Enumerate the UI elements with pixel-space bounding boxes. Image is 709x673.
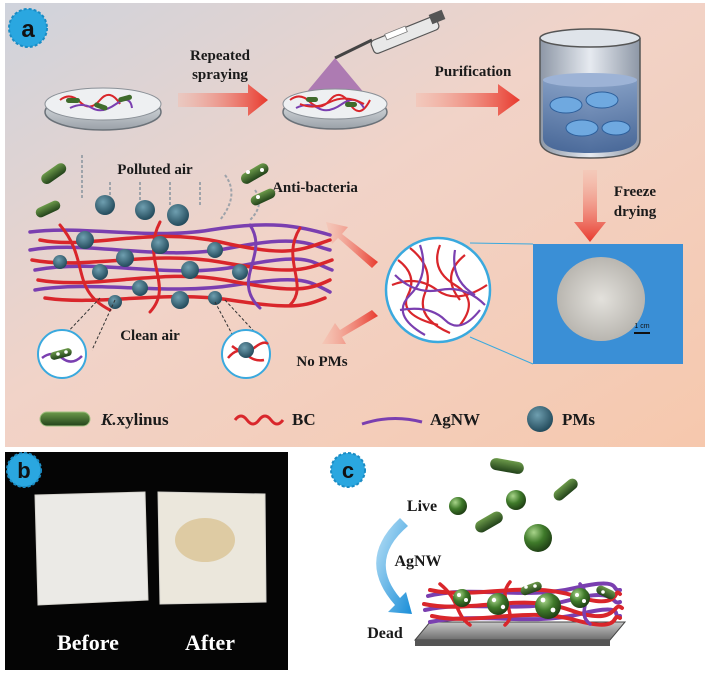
legend-item-pms: PMs (527, 406, 595, 432)
label-repeated: Repeated (190, 48, 251, 64)
trapped-pms (53, 231, 248, 309)
label-agnw-c: AgNW (394, 553, 441, 570)
aerogel-photo: 1 cm (533, 244, 683, 364)
arrow-purification (416, 84, 520, 116)
label-dead: Dead (367, 625, 403, 642)
panel-b-badge-text: b (17, 458, 30, 483)
legend-item-agnw: AgNW (361, 410, 480, 429)
zoom-line-bottom (469, 336, 534, 365)
label-purification: Purification (435, 64, 512, 80)
zoom-line-top (469, 242, 534, 245)
label-before: Before (57, 630, 119, 655)
label-freeze: Freeze (614, 184, 657, 200)
legend-k-italic: K. (100, 410, 117, 429)
fiber-mat (422, 580, 624, 627)
live-bacteria (449, 458, 578, 552)
label-live: Live (407, 498, 437, 515)
zoom-line-right-a (214, 301, 233, 335)
floating-bacteria (35, 163, 276, 218)
petri-dish-bacteria (44, 87, 162, 131)
pipette-icon (334, 9, 446, 60)
label-clean-air: Clean air (120, 328, 180, 344)
legend-item-k-xylinus: K.xylinus (39, 410, 169, 429)
label-after: After (185, 630, 235, 655)
zoom-circle-bacteria (37, 329, 87, 379)
legend-label-k-xylinus: K.xylinus (100, 410, 169, 429)
panel-c-badge: c (330, 452, 366, 488)
substrate-plate-edge (415, 640, 610, 646)
legend: K.xylinus BC AgNW PMs (39, 406, 595, 432)
panel-b-badge: b (6, 452, 42, 488)
fiber-membrane (28, 220, 334, 314)
panel-c-badge-text: c (342, 458, 354, 483)
dead-bacteria (453, 581, 616, 619)
legend-label-pms: PMs (562, 410, 595, 429)
label-spraying: spraying (192, 67, 248, 83)
panel-a-badge-text: a (21, 16, 35, 43)
arrow-freeze-drying (574, 170, 606, 242)
membrane-before (34, 491, 149, 606)
air-flow-arrows (81, 155, 260, 221)
curved-arrow (376, 518, 412, 614)
petri-dish-sprayed (282, 88, 388, 130)
beaker (539, 28, 641, 159)
scale-bar-label: 1 cm (634, 323, 649, 330)
legend-label-bc: BC (292, 410, 316, 429)
label-polluted-air: Polluted air (117, 162, 193, 178)
label-anti-bacteria: Anti-bacteria (272, 180, 358, 196)
panel-a-badge: a (8, 8, 48, 48)
legend-item-bc: BC (233, 410, 316, 429)
legend-label-agnw: AgNW (430, 410, 480, 429)
label-no-pms: No PMs (296, 354, 347, 370)
legend-k-rest: xylinus (117, 410, 169, 429)
arrow-anti-bacteria (326, 222, 378, 268)
floating-pms (95, 195, 189, 226)
zoom-circle-pm (221, 329, 271, 379)
arrow-spraying (178, 84, 268, 116)
label-drying: drying (614, 204, 657, 220)
network-zoom-circle (384, 236, 492, 344)
zoom-line-left-b (91, 299, 116, 351)
arrow-no-pms (322, 310, 378, 344)
membrane-after-stain (175, 518, 235, 562)
